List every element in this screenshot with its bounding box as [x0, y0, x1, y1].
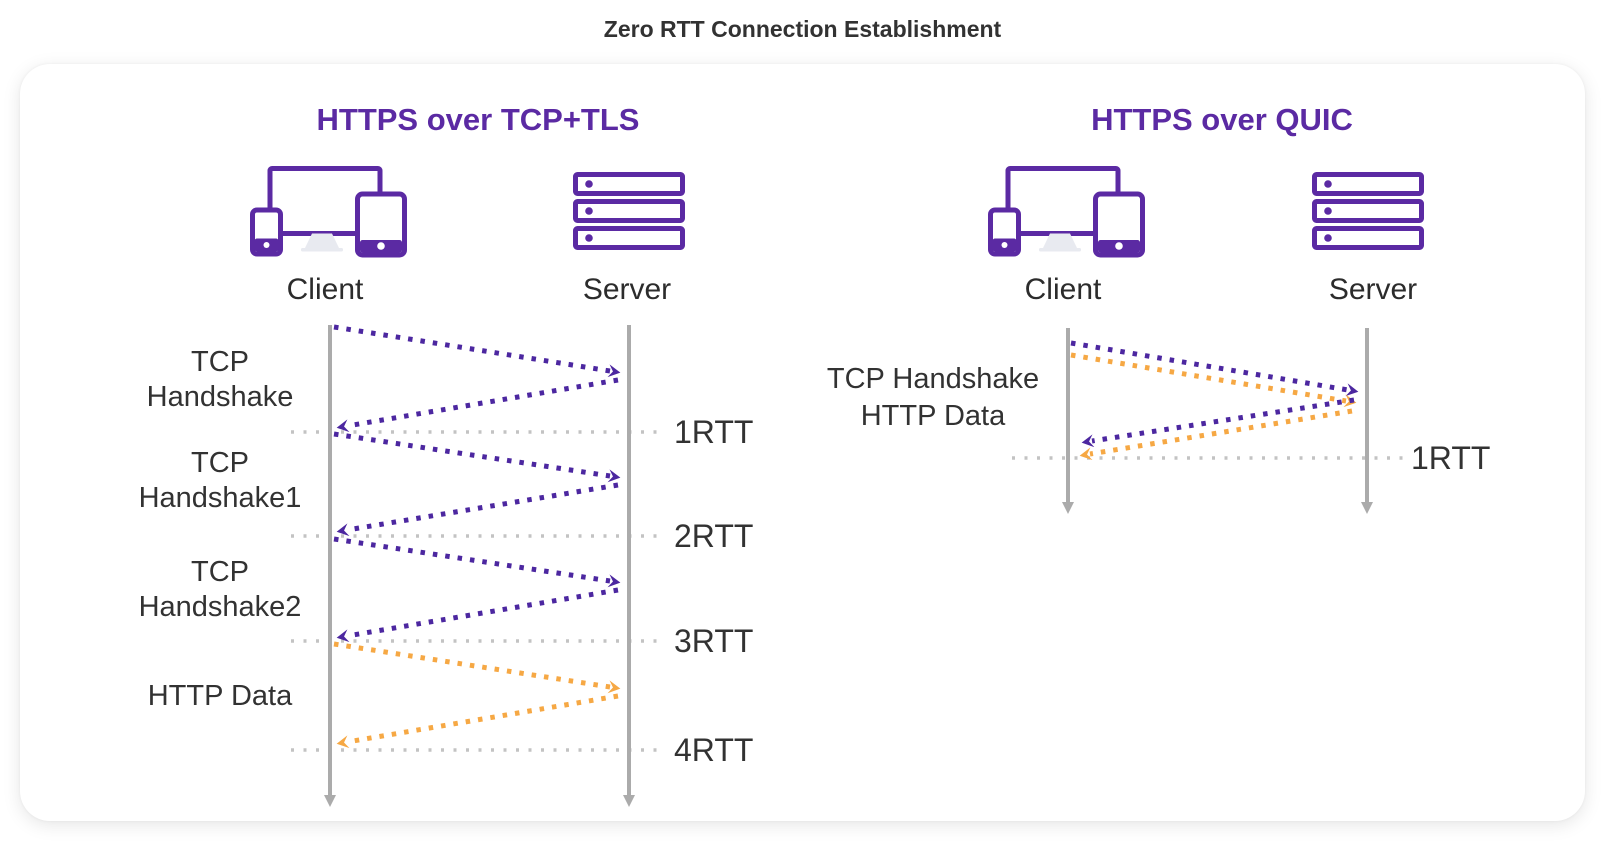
server-rack-icon [573, 172, 685, 250]
client-label-quic: Client [1024, 273, 1102, 306]
client-label-tcp: Client [286, 273, 364, 306]
arrow-quic-data-reply [1079, 408, 1353, 461]
heading-quic: HTTPS over QUIC [1091, 102, 1353, 137]
arrow-tcp-handshake2-reply [336, 587, 619, 643]
arrow-tcp-handshake-reply [336, 377, 619, 433]
arrow-quic-handshake-reply [1081, 397, 1355, 448]
page-title: Zero RTT Connection Establishment [603, 16, 1002, 42]
arrow-http-data-send [333, 641, 621, 694]
arrow-tcp-handshake-send [333, 324, 621, 378]
arrow-tcp-handshake1-send [333, 431, 621, 483]
rtt-label-3: 3RTT [674, 623, 754, 659]
server-label-quic: Server [1328, 273, 1418, 306]
arrow-http-data-reply [336, 693, 619, 749]
rtt-label-quic-1: 1RTT [1411, 440, 1491, 476]
step-label-tcp-handshake: TCP Handshake [146, 346, 294, 413]
step-label-tcp-handshake2: TCP Handshake2 [138, 556, 302, 623]
arrow-tcp-handshake1-reply [336, 482, 619, 537]
arrow-tcp-handshake2-send [333, 536, 621, 588]
step-label-http-data: HTTP Data [147, 680, 293, 712]
server-label-tcp: Server [582, 273, 672, 306]
rtt-label-1: 1RTT [674, 414, 754, 450]
step-label-tcp-handshake1: TCP Handshake1 [138, 447, 302, 514]
rtt-label-4: 4RTT [674, 732, 754, 768]
server-rack-icon [1312, 172, 1424, 250]
arrow-quic-data-send [1070, 352, 1357, 408]
heading-tcp-tls: HTTPS over TCP+TLS [316, 102, 640, 137]
arrow-quic-handshake-send [1070, 340, 1359, 397]
client-devices-icon [250, 166, 407, 258]
rtt-label-2: 2RTT [674, 518, 754, 554]
step-label-quic-combined: TCP Handshake HTTP Data [826, 363, 1040, 432]
client-devices-icon [988, 166, 1145, 258]
